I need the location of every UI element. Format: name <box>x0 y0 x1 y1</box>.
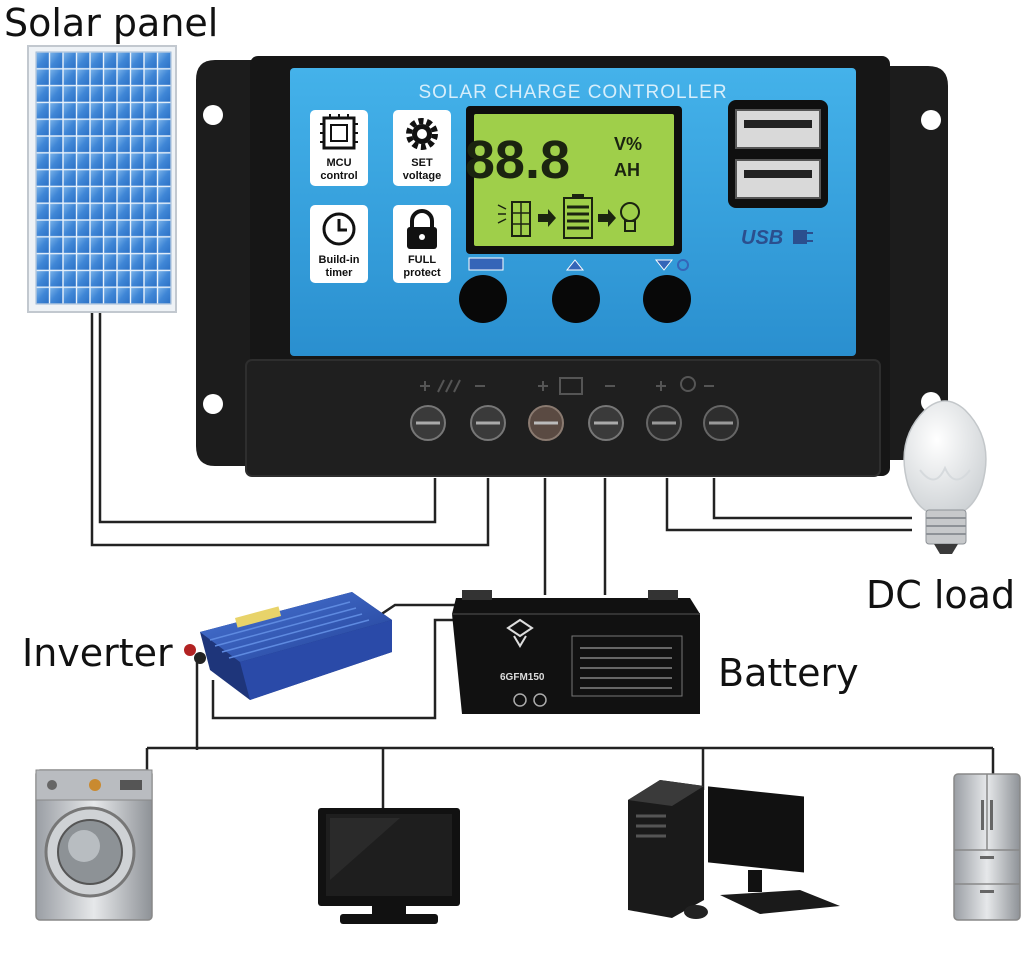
up-arrow-icon <box>565 259 585 271</box>
terminal-screws <box>410 405 739 441</box>
battery-model: 6GFM150 <box>500 672 545 683</box>
feature-mcu-control: MCU control <box>310 110 368 186</box>
lcd-display: 88.8 V% AH <box>465 106 682 254</box>
up-button[interactable] <box>552 275 600 323</box>
svg-text:voltage: voltage <box>403 170 442 182</box>
lcd-bulb-icon <box>620 202 640 232</box>
svg-text:timer: timer <box>326 267 354 279</box>
svg-text:Build-in: Build-in <box>319 254 360 266</box>
wire-load-positive <box>665 478 912 532</box>
washing-machine <box>35 769 153 921</box>
lcd-arrow-icon <box>538 209 556 227</box>
clock-icon <box>322 212 356 246</box>
battery: 6GFM150 <box>452 590 700 714</box>
svg-text:MCU: MCU <box>326 157 351 169</box>
usb-label: USB <box>741 227 783 249</box>
desktop-computer <box>628 780 840 919</box>
monitor <box>318 808 460 924</box>
wire-solar-positive <box>98 312 437 524</box>
controller-title: SOLAR CHARGE CONTROLLER <box>418 82 727 103</box>
feature-full-protect: FULL protect <box>393 205 451 283</box>
lcd-digits: 88.8 <box>465 130 570 190</box>
lock-icon <box>407 209 437 249</box>
charge-controller: SOLAR CHARGE CONTROLLER MCU control SET … <box>196 56 948 477</box>
down-button[interactable] <box>643 275 691 323</box>
wires <box>90 312 995 808</box>
feature-set-voltage: SET voltage <box>393 110 451 186</box>
wire-solar-negative <box>90 312 490 547</box>
battery-label: Battery <box>718 651 859 695</box>
screw-battery-positive <box>528 405 564 441</box>
solar-panel <box>27 45 177 313</box>
wire-inverter-negative <box>211 618 470 720</box>
inverter-label: Inverter <box>22 631 173 675</box>
gear-icon <box>406 118 438 150</box>
screw-load-negative <box>703 405 739 441</box>
feature-build-in-timer: Build-in timer <box>310 205 368 283</box>
terminal-load-label <box>656 376 714 392</box>
terminal-solar-label <box>420 379 485 393</box>
chip-icon <box>320 114 358 150</box>
dc-load-label: DC load <box>866 573 1016 617</box>
refrigerator <box>953 773 1021 921</box>
lcd-unit-bottom: AH <box>614 160 640 180</box>
inverter <box>184 592 392 700</box>
svg-text:control: control <box>320 170 357 182</box>
lcd-battery-icon <box>563 194 593 239</box>
right-flange <box>880 66 948 460</box>
lcd-arrow-icon-2 <box>598 209 616 227</box>
down-arrow-icon <box>654 259 674 271</box>
usb-plug-icon <box>793 230 813 244</box>
screw-load-positive <box>646 405 682 441</box>
screw-solar-negative <box>470 405 506 441</box>
lcd-unit-top: V% <box>614 134 642 154</box>
left-flange <box>196 60 260 466</box>
menu-icon <box>468 257 504 271</box>
wire-inverter-positive <box>379 603 460 617</box>
screw-battery-negative <box>588 405 624 441</box>
svg-text:FULL: FULL <box>408 254 436 266</box>
terminal-battery-label <box>538 377 615 395</box>
wire-load-negative <box>712 478 912 520</box>
battery-logo-icon <box>506 618 534 648</box>
menu-button[interactable] <box>459 275 507 323</box>
solar-panel-label: Solar panel <box>4 1 219 45</box>
lcd-panel-icon <box>497 201 531 237</box>
usb-ports: USB <box>728 100 828 249</box>
dc-load-bulb <box>903 400 987 554</box>
screw-solar-positive <box>410 405 446 441</box>
svg-text:SET: SET <box>411 157 433 169</box>
svg-text:protect: protect <box>403 267 441 279</box>
